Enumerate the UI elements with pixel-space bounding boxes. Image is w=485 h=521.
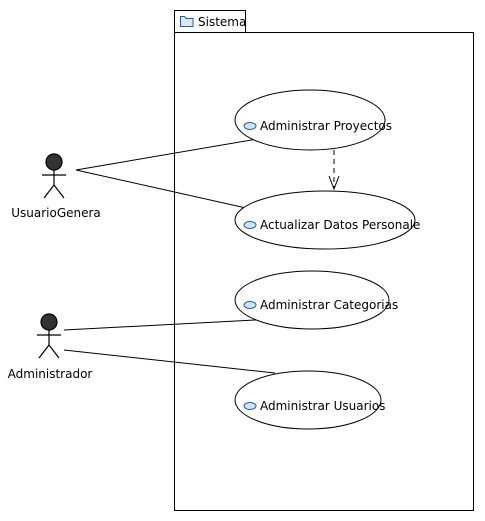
association-line[interactable] — [75, 138, 258, 171]
use-case-label: Administrar Categorias — [260, 298, 398, 312]
use-case-icon — [243, 301, 257, 309]
use-case-label: Actualizar Datos Personale — [260, 218, 420, 232]
actor-label: UsuarioGenera — [11, 206, 101, 220]
folder-icon — [180, 16, 194, 27]
association-line[interactable] — [63, 319, 257, 331]
association-line[interactable] — [75, 169, 256, 211]
dependency-arrow[interactable] — [328, 150, 340, 191]
association-line[interactable] — [63, 349, 276, 374]
use-case-label: Administrar Proyectos — [260, 119, 392, 133]
use-case-administrar-usuarios[interactable]: Administrar Usuarios — [234, 370, 385, 430]
system-title: Sistema — [198, 15, 246, 29]
use-case-icon — [243, 221, 257, 229]
use-case-label: Administrar Usuarios — [260, 399, 385, 413]
use-case-actualizar-datos-personales[interactable]: Actualizar Datos Personale — [234, 190, 420, 250]
system-boundary[interactable]: Sistema — [174, 10, 474, 511]
actor-usuariogenera[interactable]: UsuarioGenera — [11, 153, 101, 220]
actor-label: Administrador — [8, 367, 93, 381]
use-case-administrar-proyectos[interactable]: Administrar Proyectos — [234, 89, 392, 151]
actor-administrador[interactable]: Administrador — [8, 313, 93, 381]
use-case-icon — [243, 122, 257, 130]
associations — [63, 138, 276, 374]
use-case-icon — [243, 402, 257, 410]
actor-head-icon — [40, 313, 58, 331]
use-case-administrar-categorias[interactable]: Administrar Categorias — [234, 270, 398, 330]
arrowhead-icon — [328, 175, 340, 191]
actor-head-icon — [45, 153, 63, 171]
